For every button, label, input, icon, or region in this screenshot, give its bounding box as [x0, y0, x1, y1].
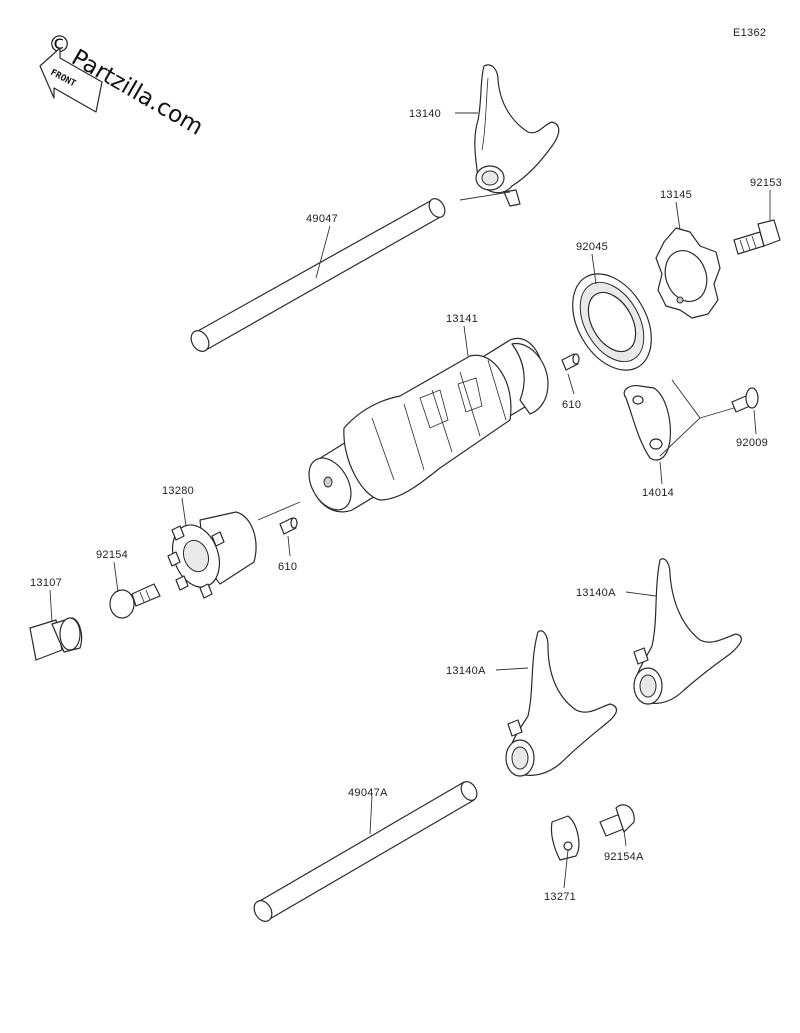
leader-lines: [49, 112, 771, 889]
bearing: [572, 273, 652, 371]
shift-fork-lower: [505, 630, 618, 777]
callout-shaft-upper: 49047: [306, 213, 338, 225]
callout-gear: 13145: [660, 189, 692, 201]
callout-shaft-lower: 49047A: [348, 787, 388, 799]
drum-holder: [167, 511, 257, 599]
diagram-code: E1362: [733, 27, 766, 39]
callout-pin-right: 610: [562, 399, 581, 411]
callout-bolt-stopper: 92154A: [604, 851, 644, 863]
callout-switch: 13107: [30, 577, 62, 589]
front-arrow-icon: FRONT: [39, 47, 103, 113]
copyright-symbol: ©: [48, 32, 71, 58]
shift-rod-upper: [190, 198, 446, 352]
pin-left: [279, 517, 298, 535]
callout-screw-plate: 92009: [736, 437, 768, 449]
shift-fork-upper: [474, 64, 560, 207]
shift-rod-lower: [253, 781, 478, 922]
bolt-stopper: [599, 804, 635, 837]
callout-holder: 13280: [162, 485, 194, 497]
plate: [623, 385, 671, 461]
callout-fork-lower: 13140A: [446, 665, 486, 677]
shift-gear: [655, 227, 721, 319]
callout-stopper-plate: 13271: [544, 891, 576, 903]
bolt-gear: [733, 219, 781, 255]
shift-fork-right: [633, 558, 742, 705]
partzilla-logo: © Partzilla.com FRONT: [39, 32, 207, 141]
callout-bolt-gear: 92153: [750, 177, 782, 189]
callout-labels: 13140 49047 13141 92045 13145 92153 610 …: [30, 108, 782, 903]
stopper-plate: [550, 815, 580, 861]
neutral-switch: [29, 617, 83, 661]
bolt-holder: [109, 583, 161, 619]
callout-fork-upper: 13140: [409, 108, 441, 120]
callout-plate: 14014: [642, 487, 674, 499]
callout-drum: 13141: [446, 313, 478, 325]
callout-fork-right: 13140A: [576, 587, 616, 599]
callout-pin-left: 610: [278, 561, 297, 573]
callout-bolt-holder: 92154: [96, 549, 128, 561]
pin-right: [561, 353, 580, 371]
shift-drum: [308, 337, 549, 513]
screw-plate: [731, 387, 759, 413]
callout-bearing: 92045: [576, 241, 608, 253]
